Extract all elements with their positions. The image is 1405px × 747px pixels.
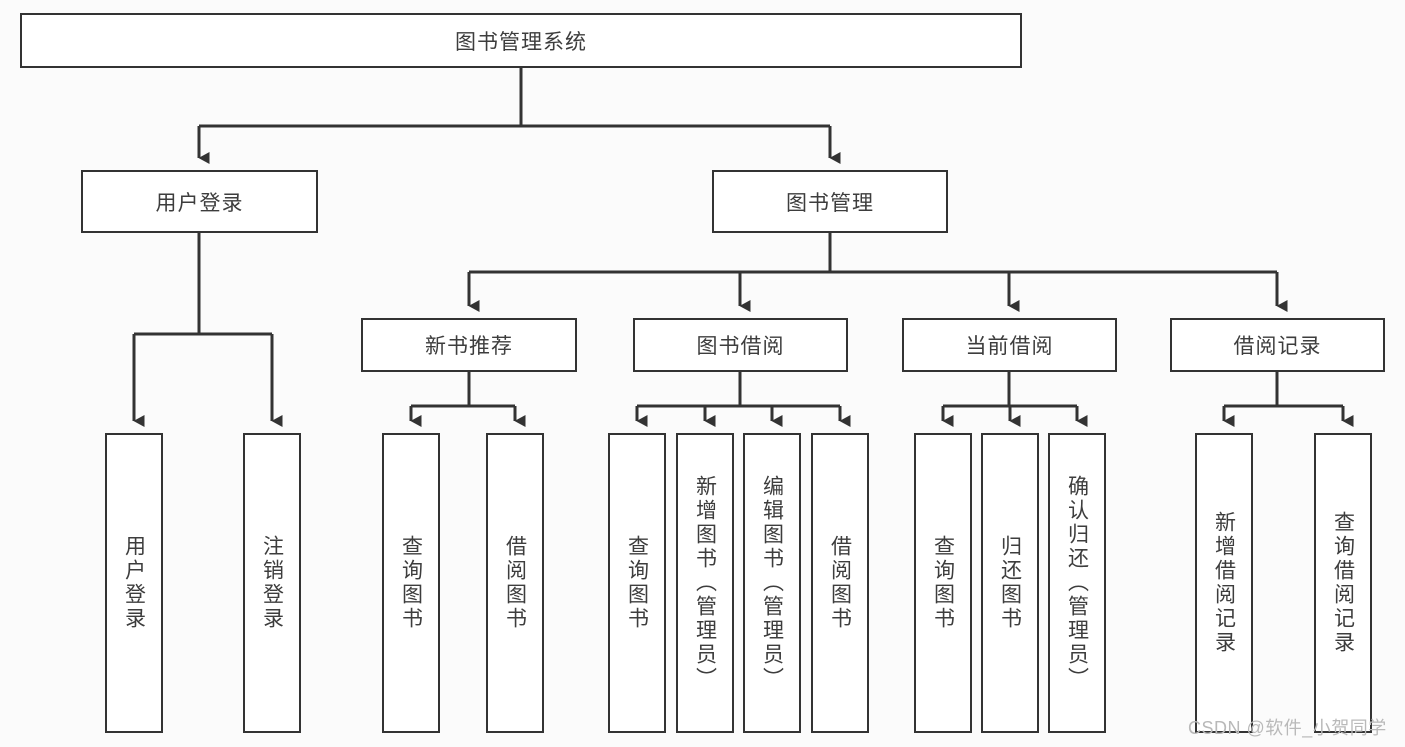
- node-user-login[interactable]: 用户登录: [81, 170, 318, 233]
- node-label: 用户登录: [155, 191, 244, 215]
- node-book-borrow[interactable]: 图书借阅: [633, 318, 848, 372]
- leaf-borrow-add-book-admin[interactable]: 新增图书（管理员）: [676, 433, 734, 733]
- node-new-book-recommend[interactable]: 新书推荐: [361, 318, 577, 372]
- node-book-management[interactable]: 图书管理: [712, 170, 948, 233]
- leaf-new-book-query[interactable]: 查询图书: [382, 433, 440, 733]
- node-current-borrow[interactable]: 当前借阅: [902, 318, 1117, 372]
- leaf-user-login-signin[interactable]: 用户登录: [105, 433, 163, 733]
- node-label: 当前借阅: [965, 335, 1054, 358]
- node-label: 图书管理系统: [455, 30, 587, 54]
- node-label: 查询图书: [625, 535, 649, 631]
- leaf-borrow-query-book[interactable]: 查询图书: [608, 433, 666, 733]
- node-label: 借阅图书: [503, 535, 527, 631]
- leaf-current-confirm-return-admin[interactable]: 确认归还（管理员）: [1048, 433, 1106, 733]
- leaf-borrow-borrow-book[interactable]: 借阅图书: [811, 433, 869, 733]
- node-label: 查询图书: [399, 535, 423, 631]
- node-label: 查询借阅记录: [1331, 511, 1355, 655]
- watermark-text: CSDN @软件_小贺同学: [1188, 718, 1387, 738]
- node-label: 借阅图书: [828, 535, 852, 631]
- node-label: 编辑图书（管理员）: [760, 475, 784, 691]
- leaf-record-query-borrow-record[interactable]: 查询借阅记录: [1314, 433, 1372, 733]
- node-label: 新增图书（管理员）: [693, 475, 717, 691]
- node-label: 用户登录: [122, 535, 146, 631]
- node-label: 图书借阅: [696, 335, 785, 358]
- node-label: 查询图书: [931, 535, 955, 631]
- node-label: 借阅记录: [1233, 335, 1322, 358]
- leaf-user-login-signout[interactable]: 注销登录: [243, 433, 301, 733]
- node-label: 归还图书: [998, 535, 1022, 631]
- node-label: 确认归还（管理员）: [1065, 475, 1089, 691]
- leaf-borrow-edit-book-admin[interactable]: 编辑图书（管理员）: [743, 433, 801, 733]
- node-label: 注销登录: [260, 535, 284, 631]
- leaf-current-query-book[interactable]: 查询图书: [914, 433, 972, 733]
- leaf-current-return-book[interactable]: 归还图书: [981, 433, 1039, 733]
- node-label: 新增借阅记录: [1212, 511, 1236, 655]
- node-label: 图书管理: [786, 191, 874, 215]
- leaf-new-book-borrow[interactable]: 借阅图书: [486, 433, 544, 733]
- node-borrow-record[interactable]: 借阅记录: [1170, 318, 1385, 372]
- leaf-record-add-borrow-record[interactable]: 新增借阅记录: [1195, 433, 1253, 733]
- node-root-library-system[interactable]: 图书管理系统: [20, 13, 1022, 68]
- node-label: 新书推荐: [425, 335, 513, 358]
